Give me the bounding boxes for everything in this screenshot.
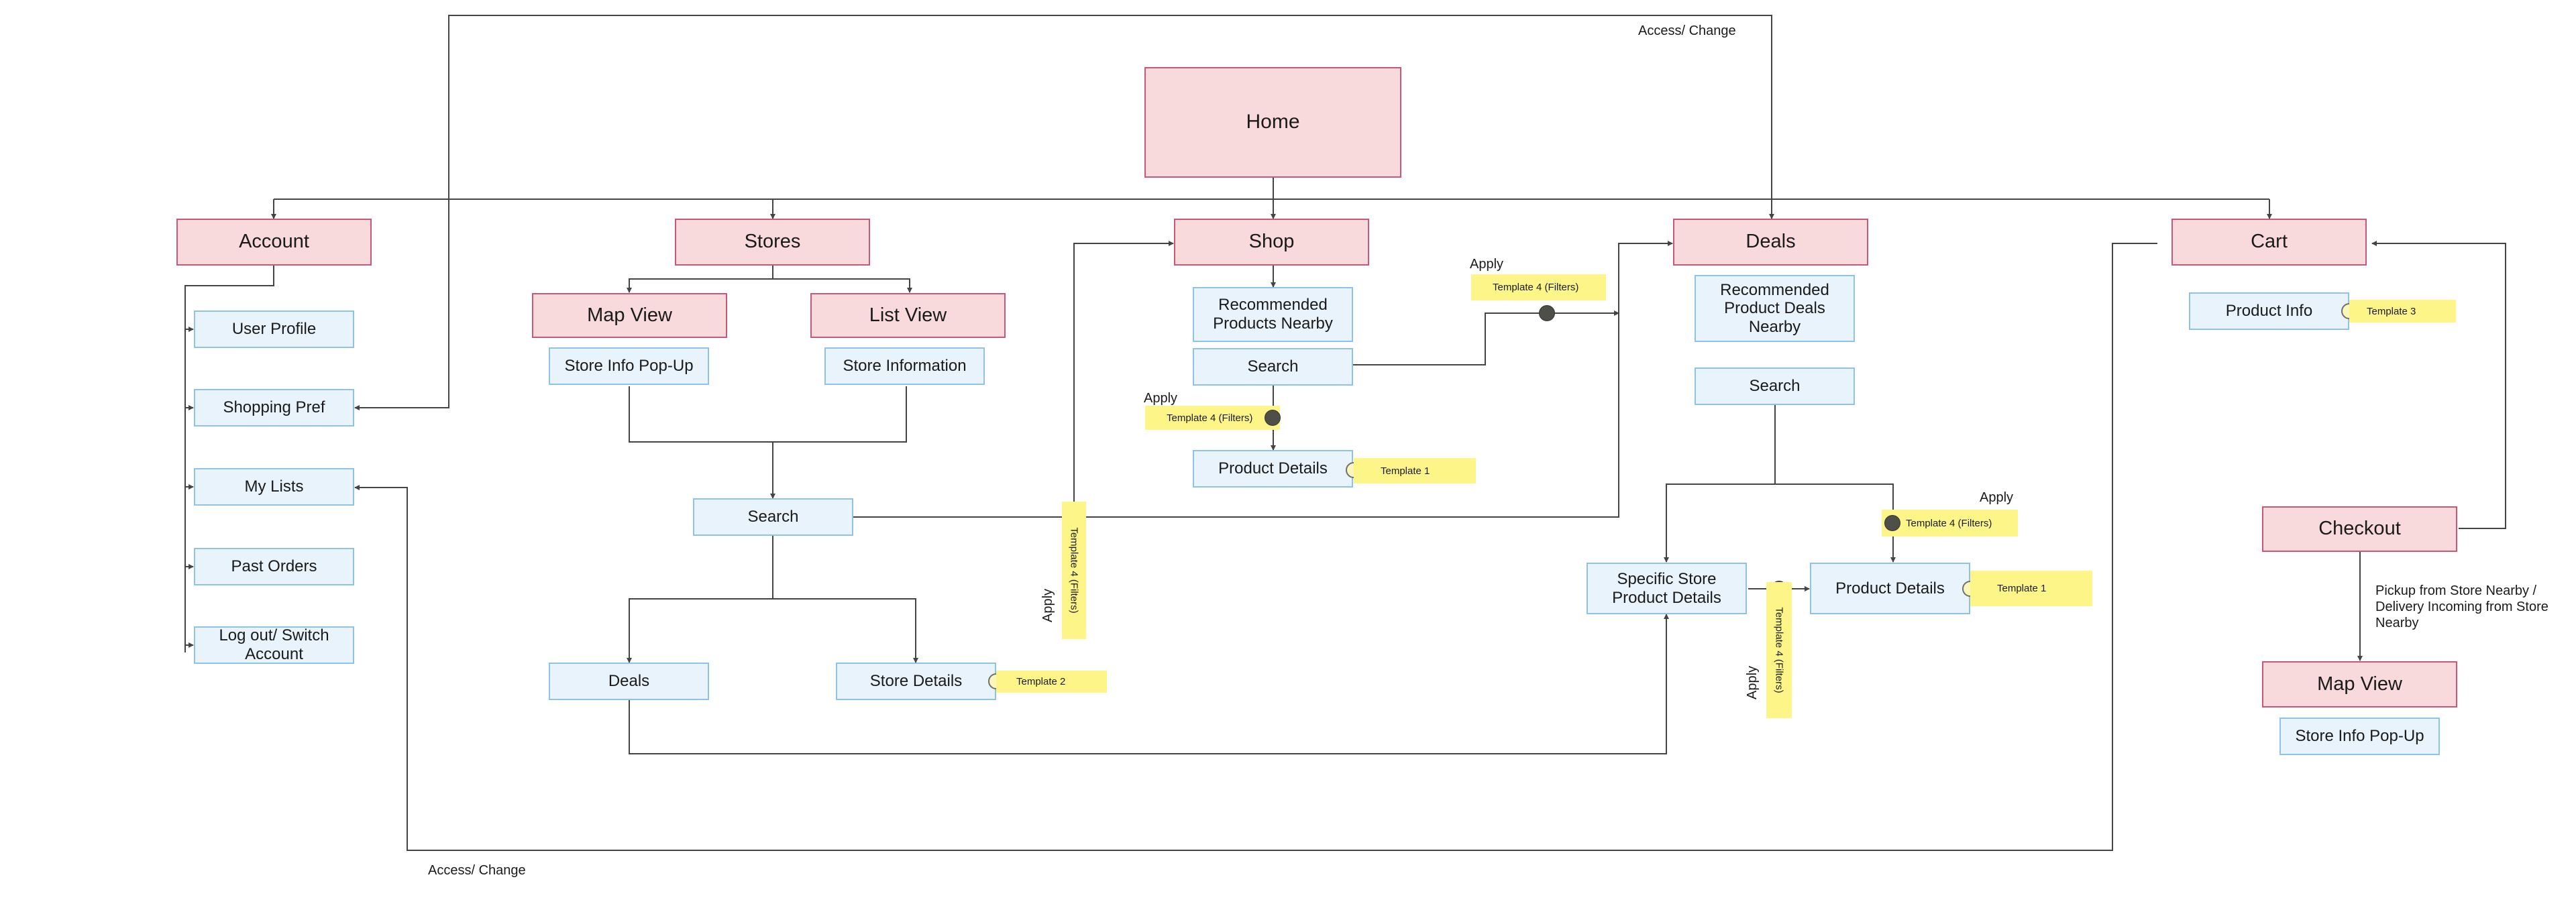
shopping-pref-node[interactable]: Shopping Pref	[194, 389, 354, 426]
shop-node[interactable]: Shop	[1174, 219, 1369, 266]
store-info-popup-node[interactable]: Store Info Pop-Up	[549, 347, 709, 385]
stores-deals-node[interactable]: Deals	[549, 663, 709, 700]
access-change-bottom-line	[354, 243, 2157, 851]
template-2-tag: Template 2	[996, 671, 1107, 693]
deals-search-node[interactable]: Search	[1695, 367, 1855, 405]
cart-node[interactable]: Cart	[2171, 219, 2367, 266]
map-view-node[interactable]: Map View	[532, 293, 727, 338]
template-4-deals-right-tag: Template 4 (Filters)	[1882, 510, 2018, 536]
filter-dot-icon	[1539, 305, 1555, 321]
deals-product-details-node[interactable]: Product Details	[1810, 563, 1970, 614]
deals-node[interactable]: Deals	[1673, 219, 1868, 266]
home-node[interactable]: Home	[1144, 67, 1401, 178]
template-4-shop-below-tag: Template 4 (Filters)	[1145, 406, 1280, 430]
store-information-node[interactable]: Store Information	[824, 347, 985, 385]
filter-dot-icon	[1884, 515, 1900, 531]
stores-search-node[interactable]: Search	[693, 498, 853, 536]
checkout-store-popup-node[interactable]: Store Info Pop-Up	[2279, 718, 2440, 755]
apply-search-vertical-label: Apply	[1040, 588, 1055, 622]
access-change-top-line	[354, 15, 1772, 410]
apply-shop-below-label: Apply	[1144, 391, 1178, 406]
template-4-deals-vertical-tag: Template 4 (Filters)	[1766, 582, 1792, 718]
pickup-delivery-label: Pickup from Store Nearby / Delivery Inco…	[2375, 583, 2548, 630]
shop-search-node[interactable]: Search	[1193, 348, 1353, 386]
account-branch	[184, 266, 274, 652]
apply-deals-vertical-label: Apply	[1745, 665, 1760, 699]
account-node[interactable]: Account	[176, 219, 372, 266]
list-view-node[interactable]: List View	[810, 293, 1006, 338]
shop-product-details-node[interactable]: Product Details	[1193, 450, 1353, 488]
logout-node[interactable]: Log out/ Switch Account	[194, 626, 354, 664]
stores-node[interactable]: Stores	[675, 219, 870, 266]
past-orders-node[interactable]: Past Orders	[194, 548, 354, 585]
recommended-products-node[interactable]: Recommended Products Nearby	[1193, 287, 1353, 342]
apply-shop-right-label: Apply	[1470, 257, 1504, 272]
template-4-shop-right-tag: Template 4 (Filters)	[1471, 274, 1606, 300]
product-info-node[interactable]: Product Info	[2189, 292, 2349, 330]
template-3-tag: Template 3	[2349, 300, 2456, 323]
specific-store-node[interactable]: Specific Store Product Details	[1587, 563, 1747, 614]
access-change-bottom-label: Access/ Change	[428, 863, 526, 878]
template-1-deals-tag: Template 1	[1970, 571, 2092, 606]
template-1-shop-tag: Template 1	[1354, 458, 1476, 484]
template-4-search-vertical-tag: Template 4 (Filters)	[1062, 502, 1086, 639]
filter-dot-icon	[1265, 410, 1281, 426]
checkout-map-view-node[interactable]: Map View	[2262, 661, 2457, 707]
checkout-node[interactable]: Checkout	[2262, 506, 2457, 552]
user-profile-node[interactable]: User Profile	[194, 310, 354, 348]
my-lists-node[interactable]: My Lists	[194, 468, 354, 506]
recommended-deals-node[interactable]: Recommended Product Deals Nearby	[1695, 275, 1855, 342]
apply-deals-right-label: Apply	[1980, 490, 2014, 505]
access-change-top-label: Access/ Change	[1638, 23, 1736, 38]
store-details-node[interactable]: Store Details	[836, 663, 996, 700]
